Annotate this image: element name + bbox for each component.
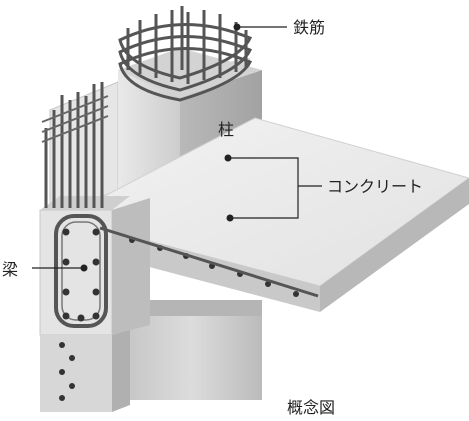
rebar-marker-dot — [233, 23, 241, 31]
floor-slab-side — [320, 178, 469, 312]
lower-column — [120, 300, 262, 400]
column-marker-dot — [224, 154, 232, 162]
slab-marker-dot — [226, 214, 234, 222]
leader-lines — [32, 26, 322, 269]
beam-marker-dot — [80, 264, 88, 272]
marker-dots — [80, 23, 241, 272]
caption: 概念図 — [287, 398, 335, 417]
lower-rebar-dots — [59, 342, 75, 401]
beam-rebar-dots — [62, 228, 100, 322]
concrete-label: コンクリート — [327, 177, 423, 196]
beam-vertical-rebar-ties — [41, 95, 109, 143]
beam-label: 梁 — [2, 260, 18, 279]
column-label: 柱 — [218, 120, 234, 139]
concrete-leader — [228, 157, 299, 219]
rebar-label: 鉄筋 — [293, 18, 325, 37]
slab-rebar-line — [99, 226, 319, 298]
column-rebar-cage — [118, 6, 253, 102]
